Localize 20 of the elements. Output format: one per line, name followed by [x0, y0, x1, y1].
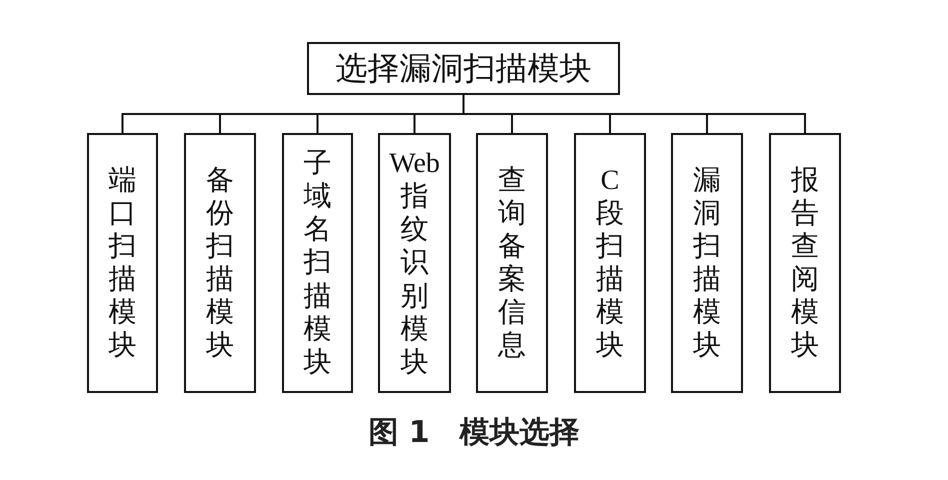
- module-label: 端口扫描模块: [108, 164, 138, 362]
- module-label: 备份扫描模块: [205, 164, 235, 362]
- module-label: 查询备案信息: [497, 164, 527, 362]
- module-box: [574, 133, 646, 393]
- module-label: 漏洞扫描模块: [692, 164, 722, 362]
- module-box: [282, 133, 353, 393]
- module-label: C段扫描模块: [595, 164, 625, 362]
- module-box: [671, 133, 743, 393]
- module-box: [476, 133, 548, 393]
- module-label: Web指纹识别模块: [389, 147, 440, 379]
- connector-line: [462, 95, 806, 133]
- module-box: [378, 133, 451, 393]
- module-label: 选择漏洞扫描模块: [336, 48, 592, 88]
- module-box: [307, 42, 620, 95]
- module-label: 子域名扫描模块: [302, 147, 332, 379]
- module-box: [769, 133, 841, 393]
- figure-caption: 图 1 模块选择: [367, 414, 581, 452]
- module-box: [87, 133, 158, 393]
- module-box: [184, 133, 256, 393]
- module-label: 报告查阅模块: [790, 164, 820, 362]
